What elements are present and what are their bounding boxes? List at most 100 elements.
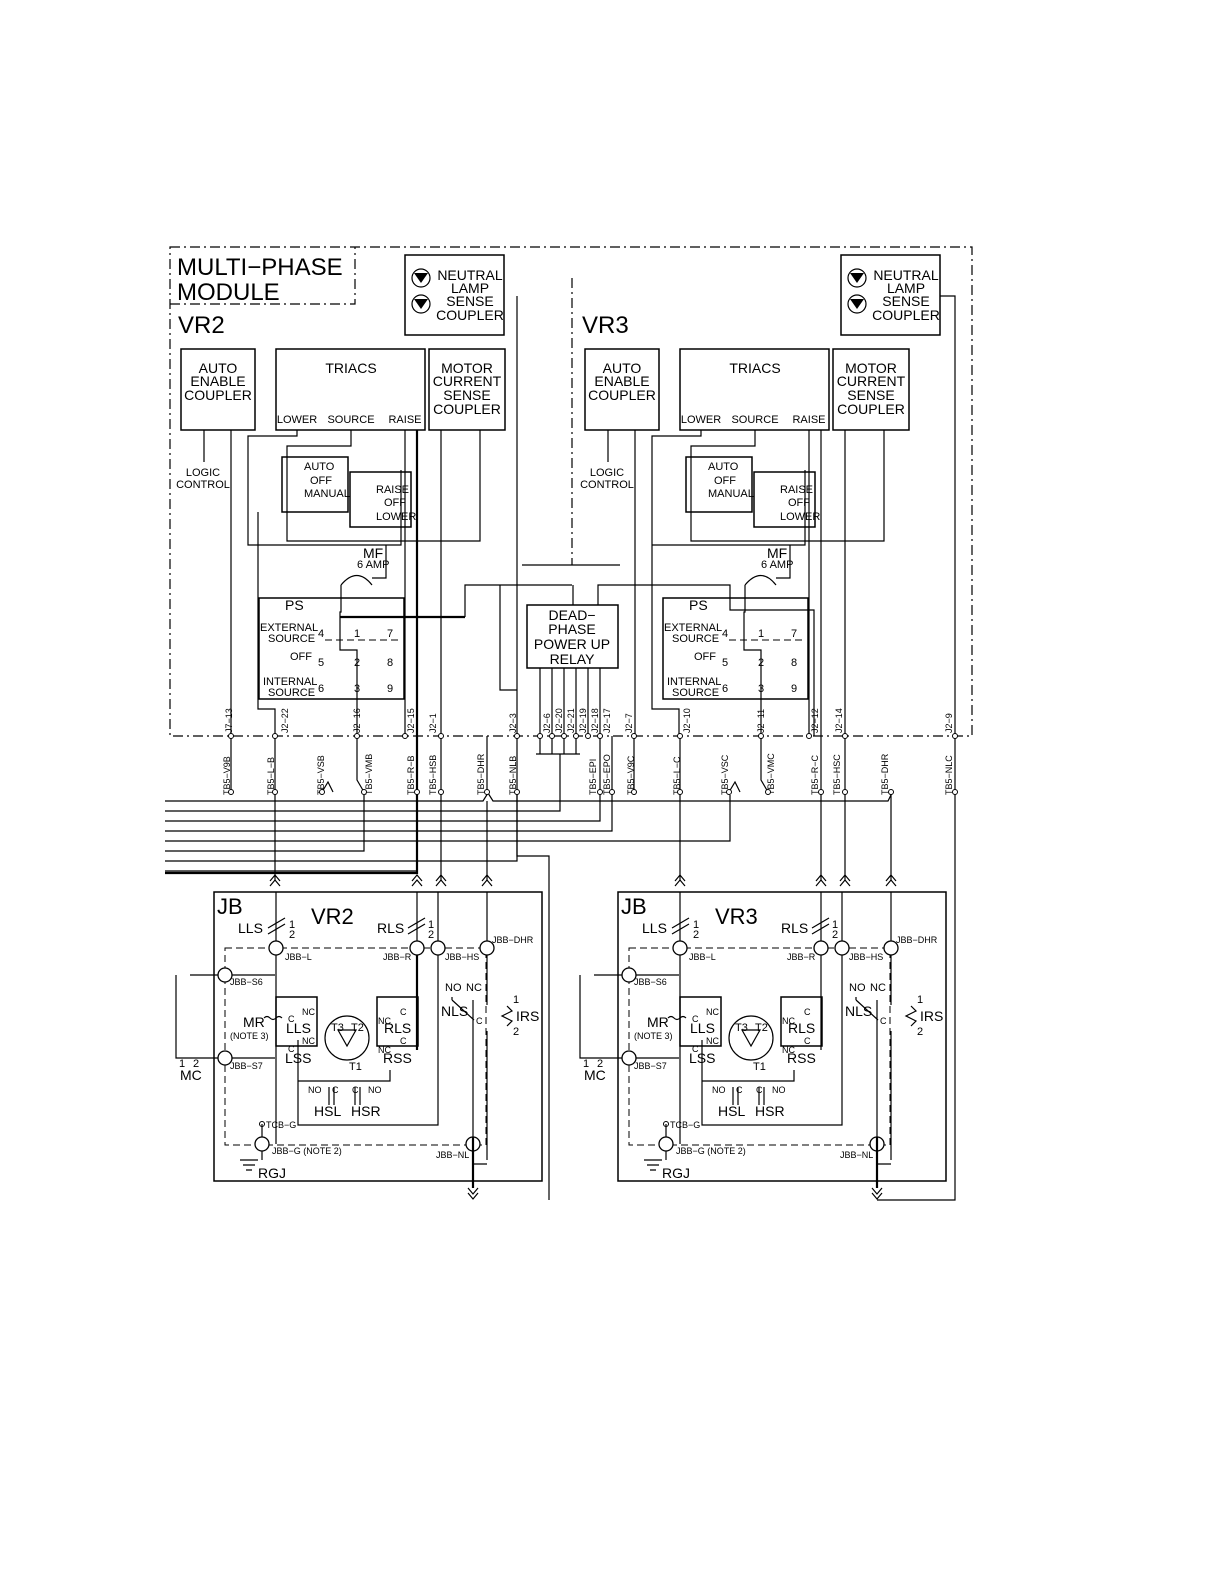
jb-vr3-terminal-label: JBB−G (NOTE 2) bbox=[676, 1146, 746, 1156]
vr3-ps-internal: SOURCE bbox=[672, 687, 719, 699]
jb-vr3-irs-pin: 1 bbox=[917, 994, 923, 1006]
junction-box-vr3: JB VR3 LLS RLS 1 2 1 2 JBB−L JBB−R JBB−H… bbox=[579, 891, 947, 1188]
vr3-nlc-text: NEUTRAL bbox=[873, 267, 939, 283]
ps-pin: 9 bbox=[791, 683, 797, 695]
jb-vr2-sw-num: 2 bbox=[289, 929, 295, 941]
vr3-mcc-text: MOTOR bbox=[845, 360, 897, 376]
motor-winding-icon bbox=[336, 1029, 358, 1048]
jb-vr3-c: C bbox=[692, 1014, 699, 1024]
fuse-icon bbox=[340, 574, 373, 586]
jb-vr2-hsl: HSL bbox=[314, 1103, 341, 1119]
jb-vr2-terminal-label: JBB−HS bbox=[445, 952, 479, 962]
pin-label: J2−22 bbox=[280, 708, 290, 733]
resistor-icon bbox=[263, 1015, 283, 1021]
jb-vr2-t2: T2 bbox=[351, 1022, 364, 1034]
pin-label: J2−1 bbox=[428, 713, 438, 733]
vr2-mcc-text: SENSE bbox=[443, 387, 490, 403]
vr2-mode-switch bbox=[281, 456, 349, 513]
vr2-ps-internal: SOURCE bbox=[268, 687, 315, 699]
jb-vr2-nls-c: C bbox=[476, 1016, 483, 1026]
vr3-power-supply-switch bbox=[662, 597, 809, 700]
jb-vr3-mc-pin: 2 bbox=[597, 1058, 603, 1070]
jb-vr2-mc-pin: 2 bbox=[193, 1058, 199, 1070]
vr3-mode-off: OFF bbox=[714, 475, 736, 487]
ps-pin: 5 bbox=[722, 657, 728, 669]
vr2-mcc-text: COUPLER bbox=[433, 401, 501, 417]
terminal-jbb-r bbox=[409, 940, 425, 956]
jb-vr3-sw-num: 1 bbox=[832, 919, 838, 931]
pin-label: J2−10 bbox=[682, 708, 692, 733]
jb-vr2-mc: MC bbox=[180, 1067, 202, 1083]
vr3-rl-lower: LOWER bbox=[780, 511, 820, 523]
ps-pin: 8 bbox=[387, 657, 393, 669]
jb-vr3-mr: MR bbox=[647, 1014, 669, 1030]
pin-label: J2−16 bbox=[352, 708, 362, 733]
jb-vr3-left-switch-box bbox=[679, 996, 722, 1047]
pin-label: J2−21 bbox=[566, 708, 576, 733]
jb-vr2-terminal-label: JBB−L bbox=[285, 952, 312, 962]
tb-label: TB5−NLB bbox=[508, 756, 518, 795]
jb-vr3-t2: T2 bbox=[755, 1022, 768, 1034]
jb-vr3-t1: T1 bbox=[753, 1061, 766, 1073]
jb-vr3-c: C bbox=[804, 1007, 811, 1017]
jb-vr2-terminal-label: JBB−G (NOTE 2) bbox=[272, 1146, 342, 1156]
vr3-rl-off: OFF bbox=[788, 497, 810, 509]
tb-label: TB5−VSC bbox=[720, 754, 730, 795]
jb-vr2-nls-no: NO bbox=[445, 982, 462, 994]
terminal-jbb-l bbox=[672, 940, 688, 956]
vr2-ps-external: SOURCE bbox=[268, 633, 315, 645]
vr3-logic-control-label: LOGIC bbox=[590, 467, 624, 479]
vr3-triacs bbox=[679, 348, 830, 431]
jb-vr2-nls: NLS bbox=[441, 1003, 468, 1019]
vr3-aec-text: ENABLE bbox=[594, 373, 649, 389]
terminal-jbb-g bbox=[658, 1136, 674, 1152]
jb-vr3-irs: IRS bbox=[920, 1008, 943, 1024]
vr2-triacs bbox=[275, 348, 426, 431]
pin-label: J2−17 bbox=[602, 708, 612, 733]
jb-vr2-nc: NC bbox=[302, 1036, 315, 1046]
tb-label: TB5−V9B bbox=[222, 756, 232, 795]
jb-vr2-no: NO bbox=[368, 1085, 382, 1095]
pin-label: J2−9 bbox=[944, 713, 954, 733]
vr3-triacs-lower: LOWER bbox=[681, 414, 721, 426]
tb-label: TB5−HSB bbox=[428, 755, 438, 795]
jb-vr3-right-switch-box bbox=[780, 996, 823, 1047]
jb-vr2-left-switch-box bbox=[275, 996, 318, 1047]
vr3-logic-control-label: CONTROL bbox=[580, 479, 634, 491]
ground-icon bbox=[240, 1159, 258, 1171]
vr3-nlc-text: SENSE bbox=[882, 293, 929, 309]
jb-vr2-c: C bbox=[332, 1085, 339, 1095]
tb-label: TB5−VMB bbox=[364, 754, 374, 795]
ps-pin: 8 bbox=[791, 657, 797, 669]
jb-vr3-inner-boundary bbox=[628, 947, 891, 1146]
jb-vr3-terminal-label: JBB−HS bbox=[849, 952, 883, 962]
multi-phase-module-boundary bbox=[169, 246, 973, 737]
jb-vr3-terminal-label: JBB−S7 bbox=[634, 1061, 667, 1071]
ps-pin: 1 bbox=[354, 628, 360, 640]
ps-pin: 5 bbox=[318, 657, 324, 669]
jb-vr2-lls-label: LLS bbox=[238, 920, 263, 936]
tb-label: TB5−DHR bbox=[880, 753, 890, 795]
jb-vr2-sw-num: 1 bbox=[428, 919, 434, 931]
connector-pin-labels: J7−13 J2−22 J2−16 J2−15 J2−1 J2−3 J2−6 J… bbox=[222, 708, 954, 795]
pin-label: J2−6 bbox=[542, 713, 552, 733]
ps-pin: 1 bbox=[758, 628, 764, 640]
jb-vr2-c: C bbox=[288, 1044, 295, 1054]
vr2-triacs-source: SOURCE bbox=[327, 414, 374, 426]
jb-vr3-lls: LLS bbox=[690, 1020, 715, 1036]
jb-vr2-terminal-label: JBB−S6 bbox=[230, 977, 263, 987]
jb-vr2-c: C bbox=[288, 1014, 295, 1024]
jb-vr3-c: C bbox=[736, 1085, 743, 1095]
dead-phase-power-up-relay bbox=[526, 604, 619, 669]
pin-label: J7−13 bbox=[224, 708, 234, 733]
jb-vr3-sw-num: 2 bbox=[693, 929, 699, 941]
vr2-nlc-text: LAMP bbox=[451, 280, 489, 296]
motor-icon bbox=[728, 1015, 774, 1061]
jb-vr3-no: NO bbox=[712, 1085, 726, 1095]
jb-vr2-mr-note: (NOTE 3) bbox=[230, 1031, 269, 1041]
pin-label: J2−7 bbox=[624, 713, 634, 733]
module-title-line1: MULTI−PHASE bbox=[177, 254, 343, 281]
jb-vr2-t1: T1 bbox=[349, 1061, 362, 1073]
